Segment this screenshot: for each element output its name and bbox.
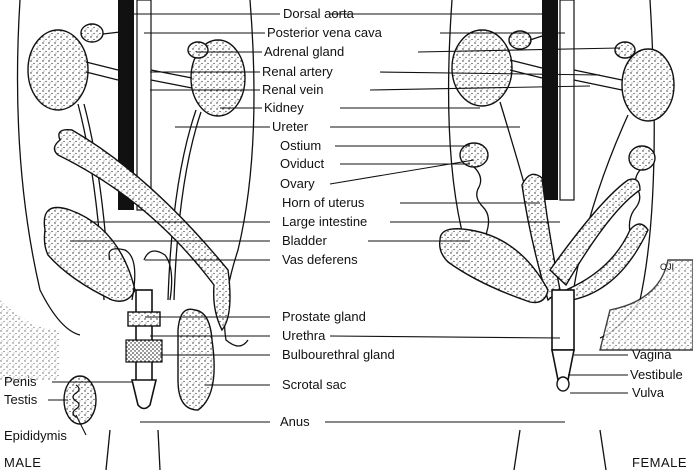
label-vas-deferens: Vas deferens <box>282 252 358 267</box>
male-testis <box>64 376 96 424</box>
male-bulbourethral <box>126 340 162 362</box>
label-epididymis: Epididymis <box>4 428 67 443</box>
female-vagina <box>552 290 574 350</box>
male-adrenal-right <box>188 42 208 58</box>
female-ovary-right <box>629 146 655 170</box>
male-legs <box>106 430 160 470</box>
male-prostate <box>128 312 160 326</box>
label-renal-artery: Renal artery <box>262 64 333 79</box>
label-scrotal-sac: Scrotal sac <box>282 377 347 392</box>
female-adrenal-left <box>509 31 531 49</box>
female-adrenal-right <box>615 42 635 58</box>
male-penis-tip <box>132 380 156 409</box>
label-prostate-gland: Prostate gland <box>282 309 366 324</box>
label-penis: Penis <box>4 374 37 389</box>
label-bladder: Bladder <box>282 233 327 248</box>
female-oviduct-left <box>474 167 489 237</box>
female-dorsal-aorta <box>542 0 558 200</box>
label-vestibule: Vestibule <box>630 367 683 382</box>
female-kidney-left <box>452 30 512 106</box>
male-figure <box>0 0 254 470</box>
female-kidney-right <box>622 49 674 121</box>
label-ovary: Ovary <box>280 176 315 191</box>
label-vagina: Vagina <box>632 347 672 362</box>
male-body-lower <box>0 300 60 380</box>
label-bulbourethral-gland: Bulbourethral gland <box>282 347 395 362</box>
male-side-labels: Penis Testis Epididymis <box>4 374 67 443</box>
male-scrotal-sac <box>178 309 214 410</box>
label-vulva: Vulva <box>632 385 665 400</box>
female-vena-cava <box>560 0 574 200</box>
label-dorsal-aorta: Dorsal aorta <box>283 6 355 21</box>
label-ureter: Ureter <box>272 119 309 134</box>
label-renal-vein: Renal vein <box>262 82 323 97</box>
label-ostium: Ostium <box>280 138 321 153</box>
artist-signature: OJI <box>660 262 674 272</box>
label-urethra: Urethra <box>282 328 326 343</box>
label-large-intestine: Large intestine <box>282 214 367 229</box>
label-oviduct: Oviduct <box>280 156 324 171</box>
male-kidney-left <box>28 30 88 110</box>
female-side-labels: Vagina Vestibule Vulva <box>630 347 683 400</box>
label-kidney: Kidney <box>264 100 304 115</box>
label-adrenal-gland: Adrenal gland <box>264 44 344 59</box>
label-anus: Anus <box>280 414 310 429</box>
panel-label-male: MALE <box>4 455 41 470</box>
panel-label-female: FEMALE <box>632 455 687 470</box>
label-testis: Testis <box>4 392 38 407</box>
male-adrenal-left <box>81 24 103 42</box>
female-ovary-left <box>460 143 488 167</box>
female-vulva <box>557 377 569 391</box>
label-horn-of-uterus: Horn of uterus <box>282 195 365 210</box>
male-ureter-right <box>168 110 201 300</box>
label-posterior-vena-cava: Posterior vena cava <box>267 25 383 40</box>
female-legs <box>514 430 606 470</box>
center-label-group: Dorsal aorta Posterior vena cava Adrenal… <box>262 6 395 429</box>
